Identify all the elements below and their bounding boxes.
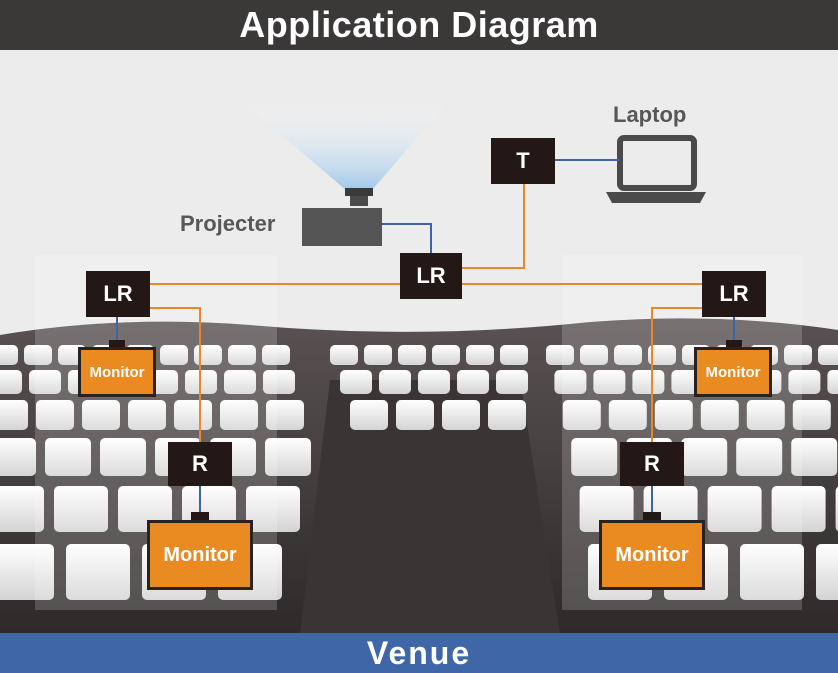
monitor-mount <box>191 512 209 521</box>
seat <box>771 486 826 532</box>
seat <box>580 345 608 365</box>
seat <box>488 400 526 430</box>
venue-label: Venue <box>0 633 838 673</box>
laptop-icon <box>606 135 706 203</box>
seat <box>648 345 676 365</box>
seat <box>418 370 450 394</box>
seat <box>571 438 618 476</box>
seat <box>228 345 256 365</box>
seat <box>174 400 212 430</box>
seat <box>82 400 120 430</box>
seat <box>340 370 372 394</box>
seat <box>784 345 812 365</box>
seat <box>262 345 290 365</box>
seat <box>818 345 838 365</box>
seat <box>457 370 489 394</box>
seat <box>546 345 574 365</box>
seat <box>398 345 426 365</box>
seat <box>791 438 838 476</box>
seat <box>350 400 388 430</box>
seat <box>36 400 74 430</box>
seat <box>0 544 54 600</box>
seat <box>330 345 358 365</box>
seat <box>654 400 693 430</box>
seat <box>632 370 665 394</box>
seat <box>0 345 18 365</box>
monitor-mount <box>109 340 125 348</box>
seat <box>265 438 311 476</box>
seat <box>0 486 44 532</box>
seat <box>827 370 838 394</box>
venue-illustration <box>0 50 838 633</box>
seat <box>614 345 642 365</box>
seat <box>700 400 739 430</box>
transmitter-t: T <box>491 138 555 184</box>
seat <box>24 345 52 365</box>
diagram-title: Application Diagram <box>0 0 838 50</box>
receiver-lr-right: LR <box>702 271 766 317</box>
seat <box>0 370 22 394</box>
monitor-top-right: Monitor <box>694 347 772 397</box>
seat <box>29 370 61 394</box>
seat <box>792 400 831 430</box>
receiver-lr-center: LR <box>400 253 462 299</box>
seat <box>224 370 256 394</box>
seat <box>562 400 601 430</box>
seat <box>100 438 146 476</box>
monitor-mount <box>643 512 661 521</box>
seat <box>379 370 411 394</box>
seat <box>432 345 460 365</box>
monitor-top-left: Monitor <box>78 347 156 397</box>
seat <box>816 544 838 600</box>
seat <box>246 486 300 532</box>
cables <box>116 159 735 516</box>
seat <box>740 544 804 600</box>
seat <box>442 400 480 430</box>
laptop-label: Laptop <box>613 102 687 127</box>
seat <box>496 370 528 394</box>
seat <box>396 400 434 430</box>
seat <box>263 370 295 394</box>
seat <box>608 400 647 430</box>
receiver-lr-left: LR <box>86 271 150 317</box>
seat <box>160 345 188 365</box>
monitor-bottom-left: Monitor <box>147 520 253 590</box>
projector-beam <box>240 100 450 190</box>
seat <box>466 345 494 365</box>
seat <box>220 400 258 430</box>
seat <box>128 400 166 430</box>
monitor-mount <box>726 340 742 348</box>
projector-icon <box>302 188 382 246</box>
seat <box>266 400 304 430</box>
seat <box>66 544 130 600</box>
seat <box>746 400 785 430</box>
seat <box>788 370 821 394</box>
seat <box>54 486 108 532</box>
receiver-r-left: R <box>168 442 232 486</box>
seat <box>593 370 626 394</box>
seat <box>707 486 762 532</box>
seat <box>554 370 587 394</box>
seat <box>0 400 28 430</box>
seat <box>45 438 91 476</box>
seat <box>364 345 392 365</box>
seat <box>500 345 528 365</box>
projector-label: Projecter <box>180 211 276 236</box>
monitor-bottom-right: Monitor <box>599 520 705 590</box>
venue-scene: T LR LR LR R R Monitor Monitor Monitor M… <box>0 50 838 633</box>
seat <box>681 438 728 476</box>
seat <box>736 438 783 476</box>
seat <box>835 486 838 532</box>
seat <box>0 438 36 476</box>
receiver-r-right: R <box>620 442 684 486</box>
